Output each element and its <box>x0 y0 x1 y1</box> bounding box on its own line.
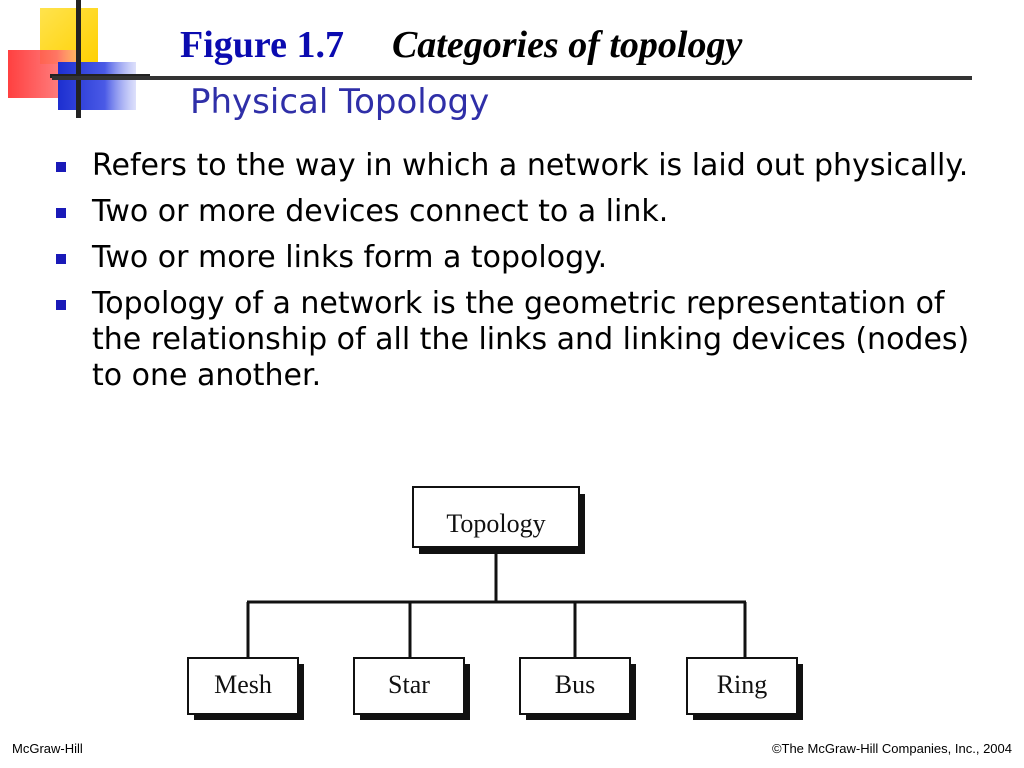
ring-node: Ring <box>686 657 803 720</box>
topology-node: Topology <box>412 486 585 554</box>
bullet-item: Topology of a network is the geometric r… <box>56 286 996 394</box>
bullet-item: Refers to the way in which a network is … <box>56 148 996 184</box>
ring-node-label: Ring <box>717 670 768 699</box>
square-bullet-icon <box>56 208 66 218</box>
star-node: Star <box>353 657 470 720</box>
topology-node-label: Topology <box>446 509 545 538</box>
bullet-text: Two or more devices connect to a link. <box>92 194 669 229</box>
bullet-text: Topology of a network is the geometric r… <box>92 286 970 393</box>
bus-node-label: Bus <box>555 670 595 699</box>
mesh-node-label: Mesh <box>214 670 272 699</box>
slide-logo-icon <box>8 0 150 118</box>
bus-node: Bus <box>519 657 636 720</box>
footer-copyright: ©The McGraw-Hill Companies, Inc., 2004 <box>771 741 1012 756</box>
square-bullet-icon <box>56 254 66 264</box>
star-node-label: Star <box>388 670 430 699</box>
bullet-text: Refers to the way in which a network is … <box>92 148 969 183</box>
bullet-text: Two or more links form a topology. <box>92 240 608 275</box>
slide-subtitle: Physical Topology <box>190 82 490 122</box>
slide-title: Figure 1.7 Categories of topology <box>180 22 742 68</box>
title-divider <box>52 76 972 80</box>
mesh-node: Mesh <box>187 657 304 720</box>
figure-caption: Categories of topology <box>391 24 743 66</box>
square-bullet-icon <box>56 162 66 172</box>
bullet-list: Refers to the way in which a network is … <box>56 148 996 404</box>
square-bullet-icon <box>56 300 66 310</box>
bullet-item: Two or more devices connect to a link. <box>56 194 996 230</box>
footer-publisher: McGraw-Hill <box>12 741 83 756</box>
figure-label: Figure 1.7 <box>180 24 344 66</box>
bullet-item: Two or more links form a topology. <box>56 240 996 276</box>
